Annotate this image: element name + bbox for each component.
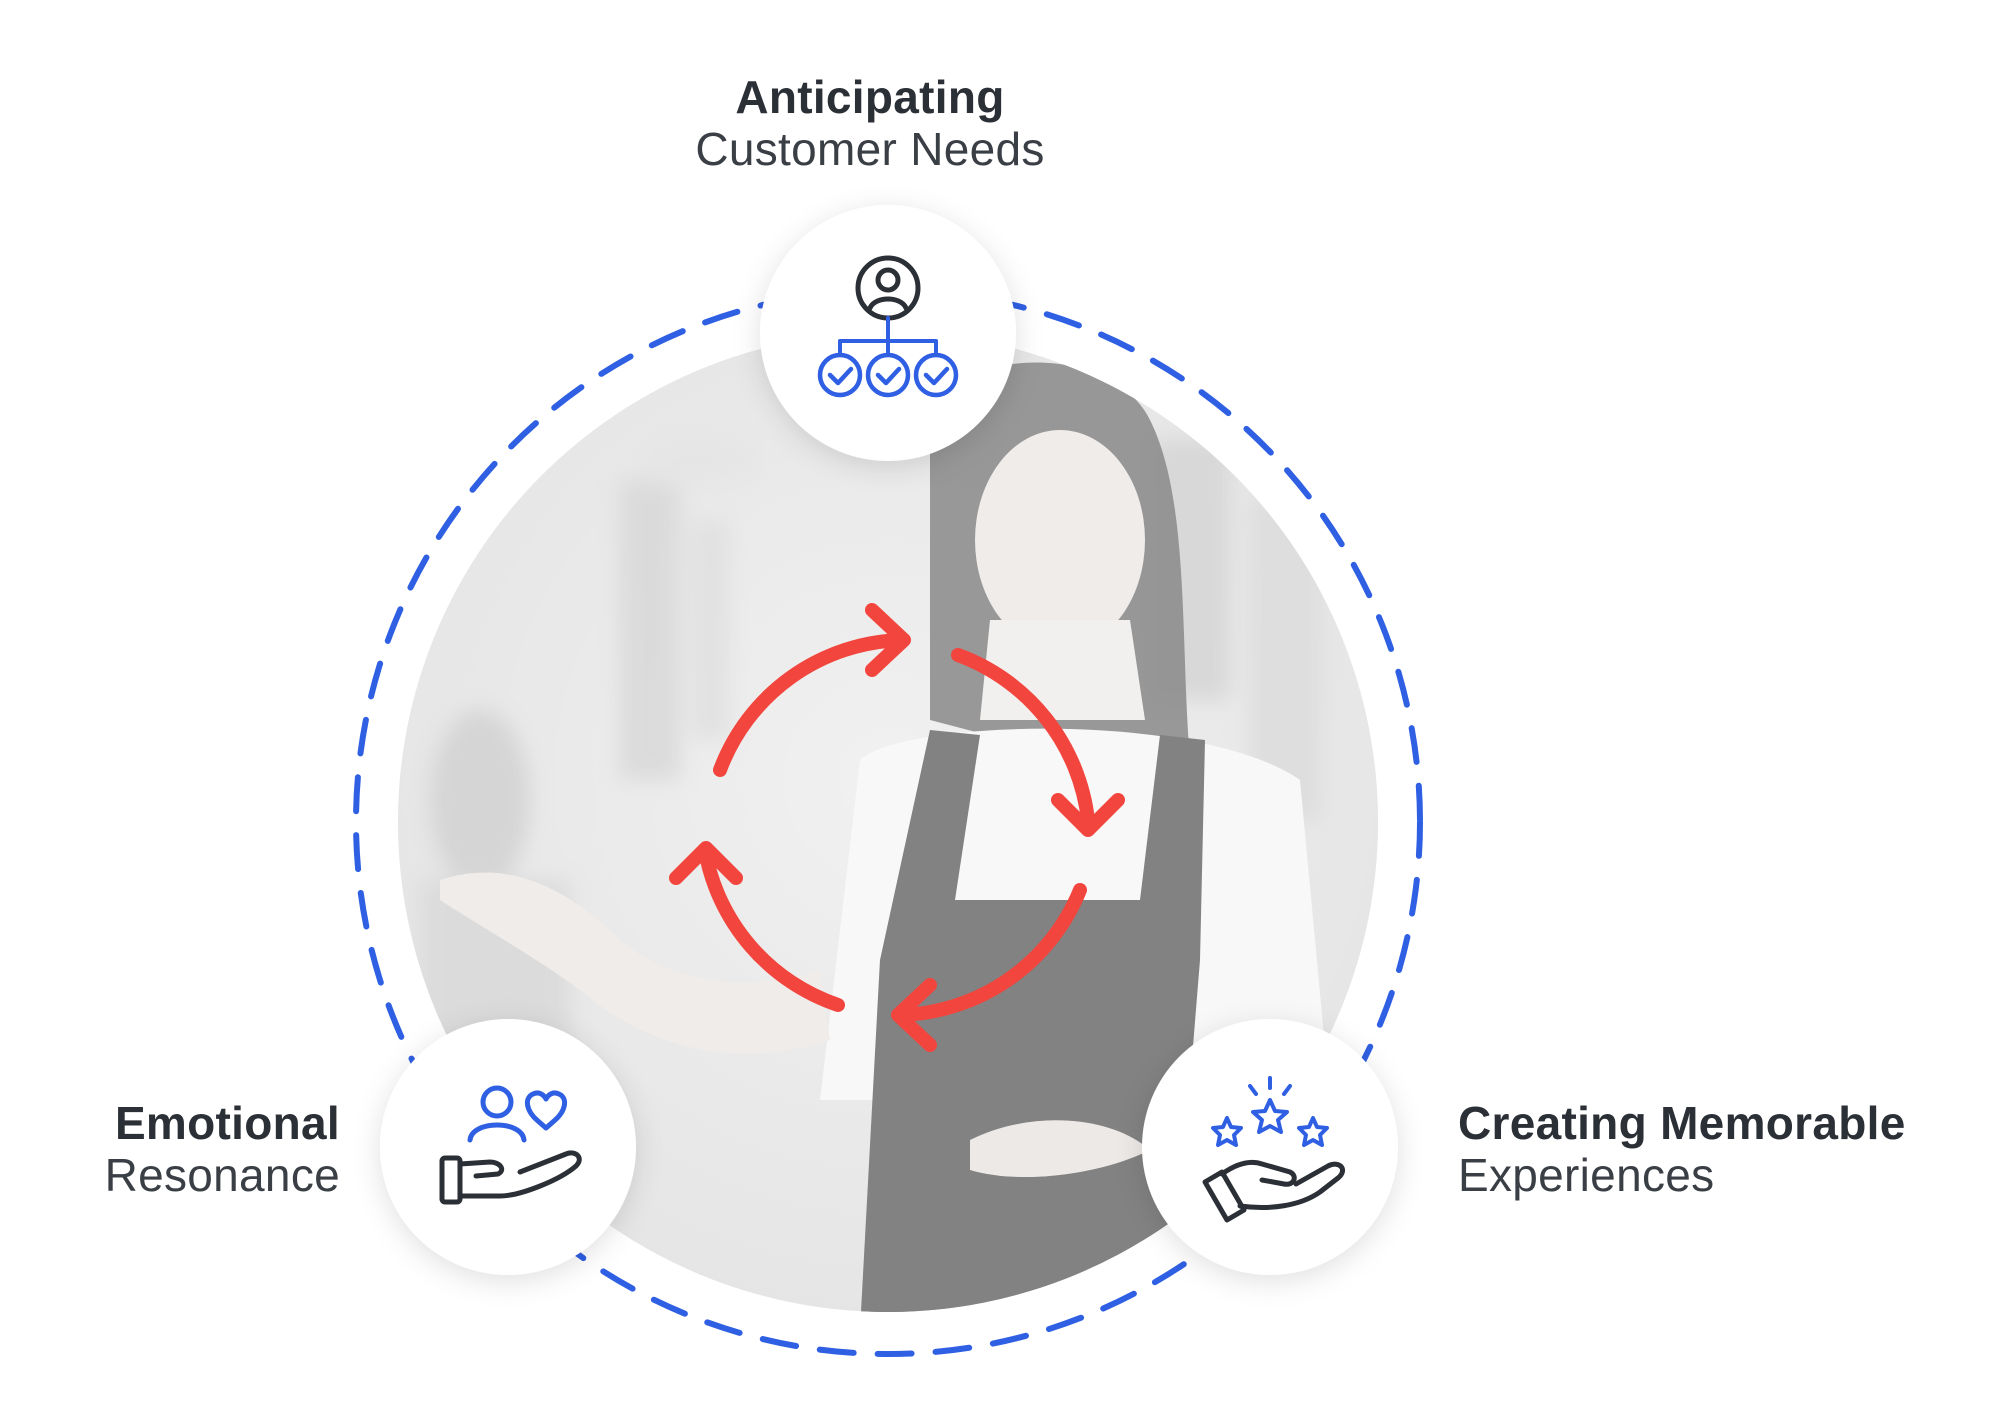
node-anticipating — [760, 205, 1016, 461]
label-memorable-experiences: Creating Memorable Experiences — [1458, 1098, 1978, 1201]
label-top-bold: Anticipating — [670, 72, 1070, 124]
label-anticipating: Anticipating Customer Needs — [670, 72, 1070, 175]
label-left-bold: Emotional — [40, 1098, 340, 1150]
label-left-light: Resonance — [40, 1150, 340, 1202]
node-memorable-experiences — [1142, 1019, 1398, 1275]
node-emotional-resonance — [380, 1019, 636, 1275]
label-right-bold: Creating Memorable — [1458, 1098, 1978, 1150]
label-top-light: Customer Needs — [670, 124, 1070, 176]
label-right-light: Experiences — [1458, 1150, 1978, 1202]
label-emotional-resonance: Emotional Resonance — [40, 1098, 340, 1201]
